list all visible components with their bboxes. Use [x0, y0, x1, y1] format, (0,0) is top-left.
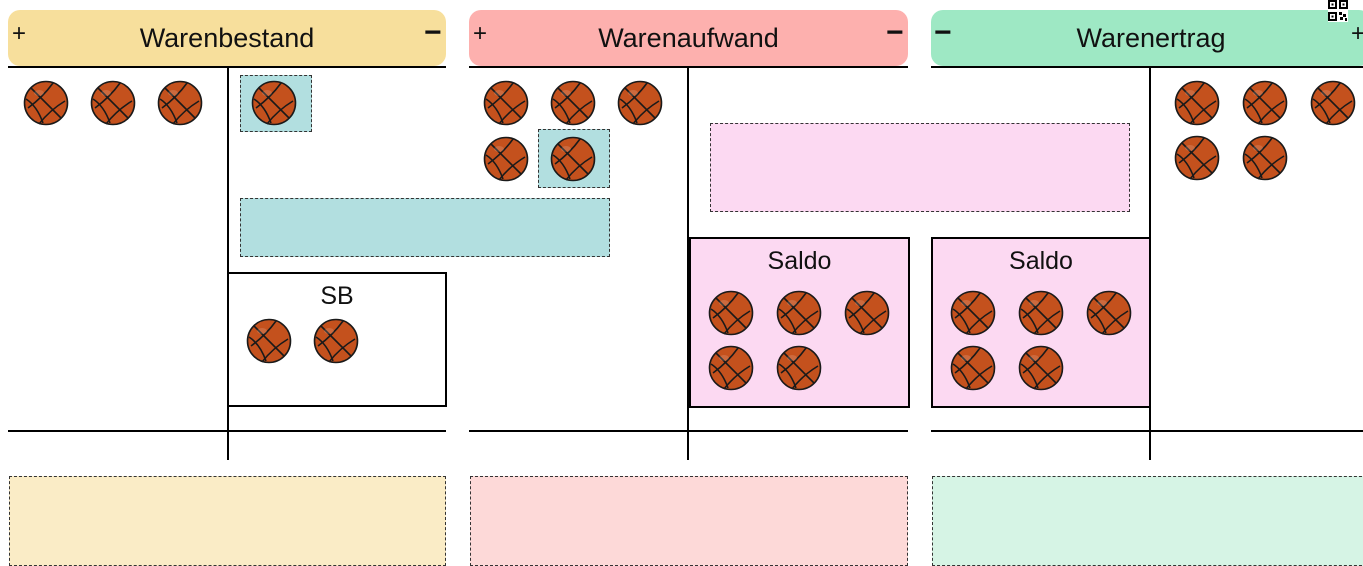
debit-sign: − — [934, 16, 952, 49]
transfer-slot — [710, 123, 1130, 212]
credit-sign: − — [424, 16, 442, 49]
header-title: Warenaufwand — [598, 22, 779, 53]
t-account-bottom-line — [8, 430, 446, 432]
t-account-divider — [227, 66, 229, 460]
basketball-icon[interactable] — [483, 136, 529, 182]
basketball-icon[interactable] — [617, 80, 663, 126]
credit-sign: + — [1351, 20, 1363, 47]
basketball-icon[interactable] — [950, 345, 996, 391]
basketball-icon[interactable] — [1242, 80, 1288, 126]
basketball-icon[interactable] — [246, 318, 292, 364]
basketball-icon[interactable] — [776, 290, 822, 336]
basketball-icon[interactable] — [550, 80, 596, 126]
t-account-top-line — [931, 66, 1363, 68]
basketball-icon[interactable] — [1018, 290, 1064, 336]
basketball-icon[interactable] — [550, 136, 596, 182]
basketball-icon[interactable] — [708, 345, 754, 391]
basketball-icon[interactable] — [950, 290, 996, 336]
t-account-divider — [687, 66, 689, 460]
box-label: Saldo — [1009, 247, 1073, 275]
basketball-icon[interactable] — [1086, 290, 1132, 336]
basketball-icon[interactable] — [157, 80, 203, 126]
basketball-icon[interactable] — [251, 80, 297, 126]
header-title: Warenertrag — [1076, 22, 1226, 53]
box-label: SB — [320, 282, 354, 310]
basketball-icon[interactable] — [776, 345, 822, 391]
t-account-bottom-line — [469, 430, 908, 432]
basketball-icon[interactable] — [90, 80, 136, 126]
header-warenaufwand: Warenaufwand — [469, 10, 908, 66]
transfer-slot — [240, 198, 610, 257]
t-account-bottom-line — [931, 430, 1363, 432]
basketball-icon[interactable] — [708, 290, 754, 336]
credit-sign: − — [886, 16, 904, 49]
basketball-icon[interactable] — [1174, 135, 1220, 181]
debit-sign: + — [473, 20, 488, 47]
basketball-icon[interactable] — [1174, 80, 1220, 126]
header-title: Warenbestand — [139, 22, 315, 53]
basketball-icon[interactable] — [313, 318, 359, 364]
basketball-icon[interactable] — [1242, 135, 1288, 181]
header-warenertrag: Warenertrag — [931, 10, 1363, 66]
basketball-icon[interactable] — [483, 80, 529, 126]
summary-slot — [470, 476, 908, 566]
basketball-icon[interactable] — [844, 290, 890, 336]
box-label: Saldo — [767, 247, 832, 275]
basketball-icon[interactable] — [1310, 80, 1356, 126]
header-warenbestand: Warenbestand — [8, 10, 446, 66]
summary-slot — [9, 476, 446, 566]
debit-sign: + — [12, 20, 27, 47]
basketball-icon[interactable] — [23, 80, 69, 126]
basketball-icon[interactable] — [1018, 345, 1064, 391]
qr-code-icon[interactable] — [1328, 0, 1348, 22]
summary-slot — [932, 476, 1363, 566]
